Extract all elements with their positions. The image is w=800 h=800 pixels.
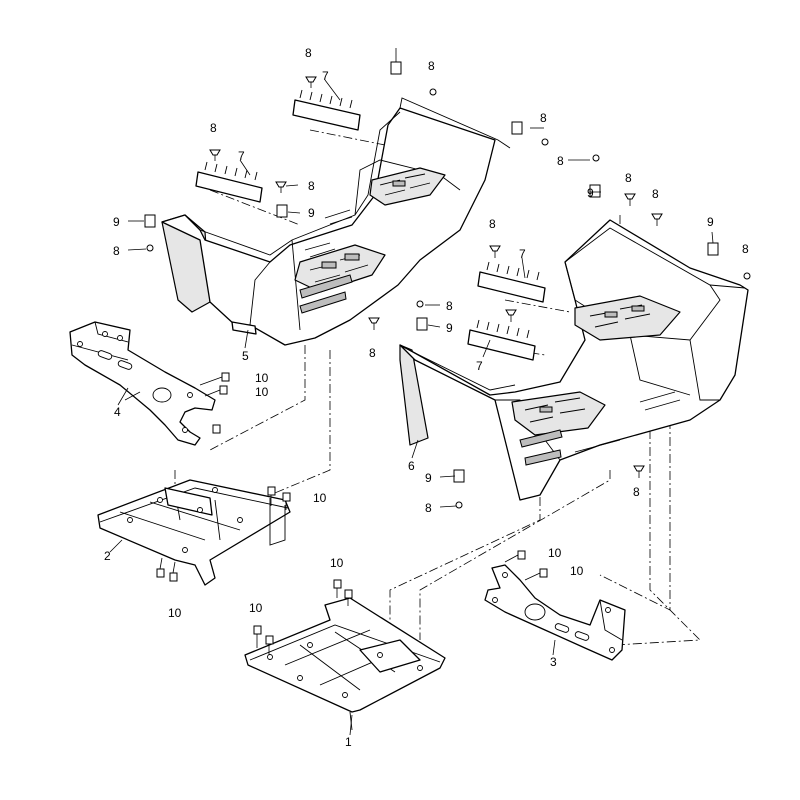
callout-7: 7	[519, 247, 526, 261]
left-footwell	[161, 97, 511, 346]
callout-10: 10	[255, 385, 269, 399]
right-mounting-bracket	[484, 564, 626, 661]
left-floor-frame	[97, 479, 291, 586]
callout-8: 8	[425, 501, 432, 515]
callout-9: 9	[707, 215, 714, 229]
callout-8: 8	[742, 242, 749, 256]
callout-10: 10	[313, 491, 327, 505]
callout-8: 8	[557, 154, 564, 168]
left-mounting-bracket	[69, 321, 216, 446]
callout-8: 8	[625, 171, 632, 185]
callout-10: 10	[255, 371, 269, 385]
callout-10: 10	[330, 556, 344, 570]
callout-6: 6	[408, 459, 415, 473]
callout-1: 1	[345, 735, 352, 749]
callout-8: 8	[305, 46, 312, 60]
callout-8: 8	[446, 299, 453, 313]
callout-8: 8	[489, 217, 496, 231]
callout-10: 10	[548, 546, 562, 560]
callout-8: 8	[428, 59, 435, 73]
callout-9: 9	[113, 215, 120, 229]
callout-3: 3	[550, 655, 557, 669]
callout-5: 5	[242, 349, 249, 363]
alignment-lines	[174, 129, 701, 646]
callout-8: 8	[652, 187, 659, 201]
callout-7: 7	[322, 69, 329, 83]
callout-10: 10	[570, 564, 584, 578]
callout-leaders	[109, 79, 714, 736]
callout-9: 9	[446, 321, 453, 335]
callout-8: 8	[308, 179, 315, 193]
callout-8: 8	[210, 121, 217, 135]
callout-9: 9	[308, 206, 315, 220]
callout-7: 7	[476, 359, 483, 373]
fasteners	[144, 48, 751, 655]
callout-8: 8	[369, 346, 376, 360]
callout-8: 8	[540, 111, 547, 125]
callout-7: 7	[238, 149, 245, 163]
center-floor-frame	[244, 597, 446, 731]
callout-labels: 1 2 3 4 5 6 7 7 7 7 8 8 8 8 8 8 8 8 8 8 …	[104, 46, 749, 749]
callout-2: 2	[104, 549, 111, 563]
callout-9: 9	[587, 186, 594, 200]
callout-10: 10	[249, 601, 263, 615]
callout-8: 8	[113, 244, 120, 258]
callout-8: 8	[633, 485, 640, 499]
callout-10: 10	[168, 606, 182, 620]
callout-9: 9	[425, 471, 432, 485]
callout-4: 4	[114, 405, 121, 419]
right-footwell	[399, 219, 749, 501]
foot-rest-plates	[195, 89, 546, 361]
